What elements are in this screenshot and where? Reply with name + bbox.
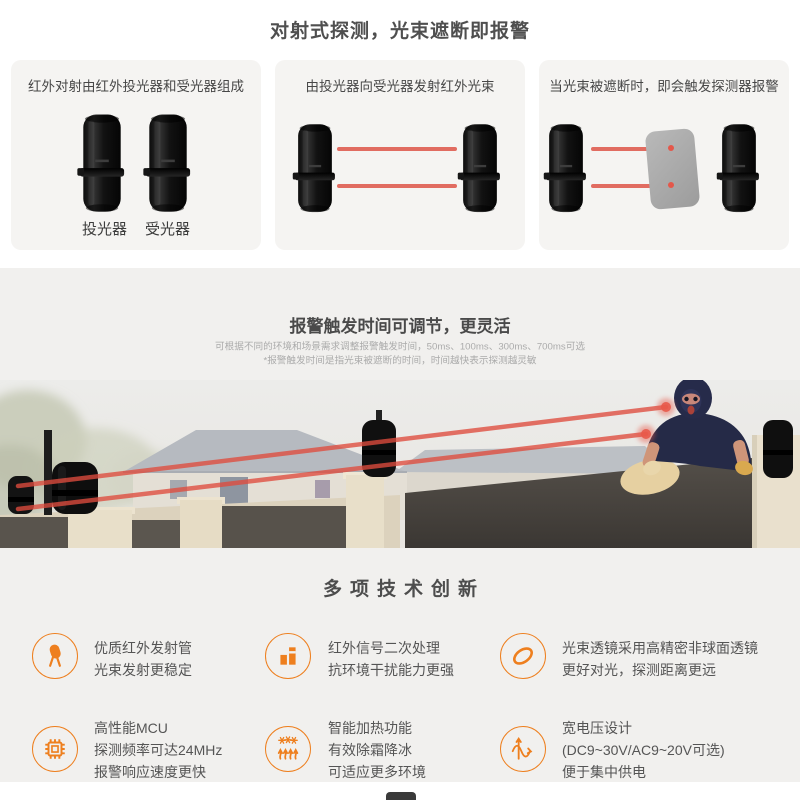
card-title: 由投光器向受光器发射红外光束 <box>305 79 495 94</box>
feature-text: 红外信号二次处理 抗环境干扰能力更强 <box>328 637 454 681</box>
receiver-device-illustration <box>456 122 504 214</box>
transmitter-device-illustration <box>291 122 339 214</box>
feature-line: 优质红外发射管 <box>94 640 192 656</box>
feature-line: 宽电压设计 <box>562 720 632 736</box>
chip-icon <box>32 726 78 772</box>
features-section-title: 多项技术创新 <box>322 579 485 600</box>
adjust-section-description: 可根据不同的环境和场景需求调整报警触发时间，50ms、100ms、300ms、7… <box>104 339 696 367</box>
adjust-desc-line1: 可根据不同的环境和场景需求调整报警触发时间，50ms、100ms、300ms、7… <box>215 340 585 352</box>
receiver-label: 受光器 <box>145 221 191 238</box>
card-beam-emission: 由投光器向受光器发射红外光束 <box>275 60 525 250</box>
transmitter-label: 投光器 <box>81 221 127 238</box>
infrared-beam <box>591 147 672 151</box>
device-labels: 投光器 受光器 <box>11 218 261 239</box>
feature-line: 智能加热功能 <box>328 720 412 736</box>
transmitter-device-illustration <box>541 122 591 214</box>
feature-text: 光束透镜采用高精密非球面透镜 更好对光，探测距离更远 <box>562 637 758 681</box>
blocking-panel-illustration <box>644 128 701 210</box>
infrared-beam <box>337 184 457 188</box>
laser-beams-illustration <box>15 398 675 512</box>
sine-wave-icon <box>500 726 546 772</box>
card-composition: 红外对射由红外投光器和受光器组成 投光器 受光器 <box>11 60 261 250</box>
lens-icon <box>500 633 546 679</box>
burglar-illustration <box>620 380 753 495</box>
feature-line: 便于集中供电 <box>562 764 646 780</box>
defrost-icon <box>265 726 311 772</box>
feature-line: 更好对光，探测距离更远 <box>562 662 716 678</box>
beam-hit-dot <box>668 182 674 188</box>
feature-text: 高性能MCU 探测频率可达24MHz 报警响应速度更快 <box>94 717 222 783</box>
adjust-desc-line2: *报警触发时间是指光束被遮断的时间，时间越快表示探测越灵敏 <box>263 354 537 366</box>
page-title: 对射式探测，光束遮断即报警 <box>269 21 530 42</box>
card-title: 当光束被遮断时，即会触发探测器报警 <box>549 79 779 94</box>
receiver-device-illustration <box>715 122 763 214</box>
adjust-section-title: 报警触发时间可调节，更灵活 <box>289 317 511 336</box>
feature-line: (DC9~30V/AC9~20V可选) <box>562 742 725 758</box>
bar-chart-icon <box>265 633 311 679</box>
card-beam-blocked: 当光束被遮断时，即会触发探测器报警 <box>539 60 789 250</box>
feature-text: 宽电压设计 (DC9~30V/AC9~20V可选) 便于集中供电 <box>562 717 725 783</box>
led-icon <box>32 633 78 679</box>
feature-text: 优质红外发射管 光束发射更稳定 <box>94 637 192 681</box>
feature-line: 有效除霜降冰 <box>328 742 412 758</box>
feature-line: 可适应更多环境 <box>328 764 426 780</box>
burglar-scene-photo <box>0 380 800 548</box>
feature-line: 探测频率可达24MHz <box>94 742 223 758</box>
feature-line: 抗环境干扰能力更强 <box>328 662 454 678</box>
infrared-beam <box>591 184 672 188</box>
card-title: 红外对射由红外投光器和受光器组成 <box>28 79 244 94</box>
feature-line: 报警响应速度更快 <box>94 764 206 780</box>
next-section-peek <box>386 792 416 800</box>
infrared-beam <box>337 147 457 151</box>
feature-line: 红外信号二次处理 <box>328 640 440 656</box>
feature-line: 高性能MCU <box>94 720 168 736</box>
feature-line: 光束透镜采用高精密非球面透镜 <box>562 640 758 656</box>
transmitter-device-illustration <box>74 112 130 214</box>
receiver-device-illustration <box>140 112 196 214</box>
feature-line: 光束发射更稳定 <box>94 662 192 678</box>
beam-hit-dot <box>668 145 674 151</box>
feature-text: 智能加热功能 有效除霜降冰 可适应更多环境 <box>328 717 426 783</box>
